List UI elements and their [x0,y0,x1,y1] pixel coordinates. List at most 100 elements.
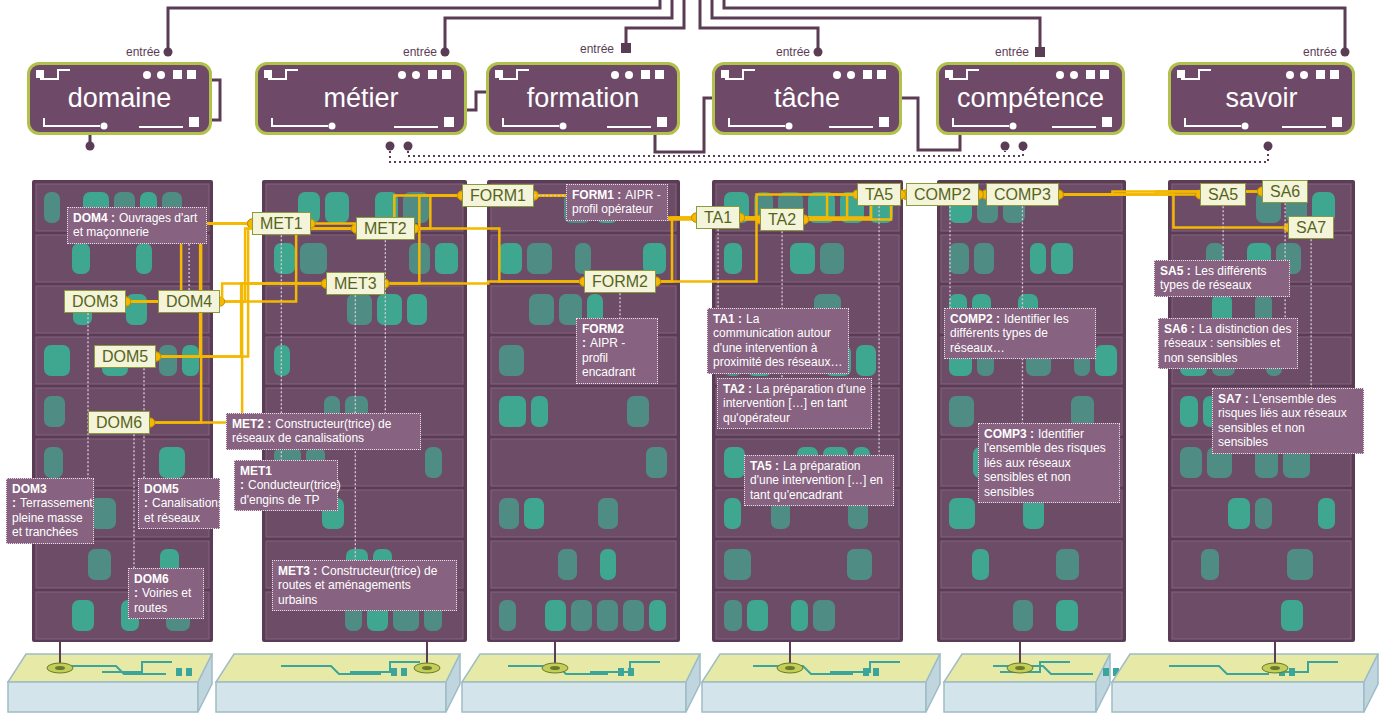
rack-slot [1228,498,1250,529]
rack-slot [44,192,60,223]
description-box: MET1 :Conducteur(trice) d'engins de TP [234,460,338,511]
post-pad [414,663,440,673]
rack-shelf [36,337,209,384]
module-trace [953,118,1009,126]
tag-code: MET3 [334,275,377,292]
module-dot [329,123,336,130]
post-pad [550,666,560,670]
input-label: entrée [126,45,160,59]
circuit-pad [1103,668,1109,676]
tag-code: MET2 [364,220,407,237]
description-text: AIPR - profil encadrant [582,336,635,379]
rack-shelf [1172,490,1351,537]
base-plate-front [216,682,446,712]
description-box: SA6 :La distinction des réseaux : sensib… [1158,318,1298,369]
module-dot [143,71,151,79]
rack-slot [274,243,295,274]
post-pad [1015,666,1025,670]
post-pad [1270,666,1280,670]
rack-slot [377,294,402,325]
post-pad [1007,663,1033,673]
circuit-pad [628,668,634,676]
port-dot [1001,142,1010,151]
rack-slot [646,447,667,478]
module-title: tâche [715,65,899,132]
base-plate-front [8,682,198,712]
tag-code: SA7 [1296,219,1326,236]
rack-slot [499,243,522,274]
rack-slot [949,498,975,529]
base-plate-front [462,682,686,712]
module-square [1316,70,1325,79]
post-pad [47,663,73,673]
rack-shelf [941,235,1122,282]
link-line [385,282,584,284]
module-box: compétence [936,62,1125,135]
rack-slot [499,345,524,376]
rack-shelf [941,541,1122,588]
rack-slot [274,345,290,376]
wire [445,0,672,52]
rack-slot [499,600,516,631]
rack-shelf [491,388,676,435]
rack-slot [44,396,65,427]
circuit-trace [1169,666,1269,674]
description-box: MET3 :Constructeur(trice) de routes et a… [272,560,457,611]
module-box: tâche [712,62,902,135]
tag-code: TA2 [768,211,796,228]
port-square [621,43,631,53]
module-square [264,70,272,78]
rack-slot [791,600,808,631]
rack-slot [724,498,741,529]
description-box: TA5 :La préparation d'une intervention [… [744,455,894,506]
base-plate-top [944,654,1110,682]
rack-slot [623,600,644,631]
input-label: entrée [776,45,810,59]
description-box: MET2 :Constructeur(trice) de réseaux de … [226,413,421,450]
tag-code: MET1 [260,215,303,232]
post-pad [55,666,65,670]
description-heading: TA5 : [750,459,779,473]
tag-code: DOM3 [72,293,118,310]
module-square [877,70,886,79]
tag-code: TA5 [865,186,893,203]
leader-line [188,244,189,290]
tag-box: DOM4 [158,290,220,313]
rack-shelf [1172,592,1351,639]
rack-slot [1013,600,1033,631]
port-square [1035,47,1045,57]
rack-slot [159,447,185,478]
module-trace [1181,70,1211,79]
rack-shelf [491,541,676,588]
rack-frame [1168,180,1355,642]
description-box: DOM6 :Voiries et routes [128,568,204,619]
module-dot [560,123,567,130]
leader-line [1310,239,1311,388]
leader-line [717,229,718,308]
rack-slot [1180,396,1198,427]
wire [626,0,684,48]
wire [724,0,1345,52]
description-text: Terrassement pleine masse et tranchées [12,496,93,539]
rack-slot [527,243,552,274]
port-dot [814,48,823,57]
base-plate-top [702,654,940,682]
rack-slot [597,600,618,631]
rack-shelf [1172,541,1351,588]
module-square [189,117,199,127]
port-dot [1341,48,1350,57]
description-box: COMP3 :Identifier l'ensemble des risques… [978,423,1120,503]
module-dot [412,71,420,79]
input-label: entrée [995,45,1029,59]
description-box: FORM1 :AIPR - profil opérateur [566,184,668,221]
rack-slot [856,345,876,376]
tag-box: COMP3 [986,183,1059,206]
description-heading: COMP3 : [984,427,1034,441]
module-square [1102,117,1112,127]
post-pad [1262,663,1288,673]
description-box: FORM2 :AIPR - profil encadrant [576,318,658,384]
base-plate-top [8,654,212,682]
tag-box: TA1 [696,206,740,229]
circuit-pad [391,668,397,676]
base-plate-top [216,654,460,682]
